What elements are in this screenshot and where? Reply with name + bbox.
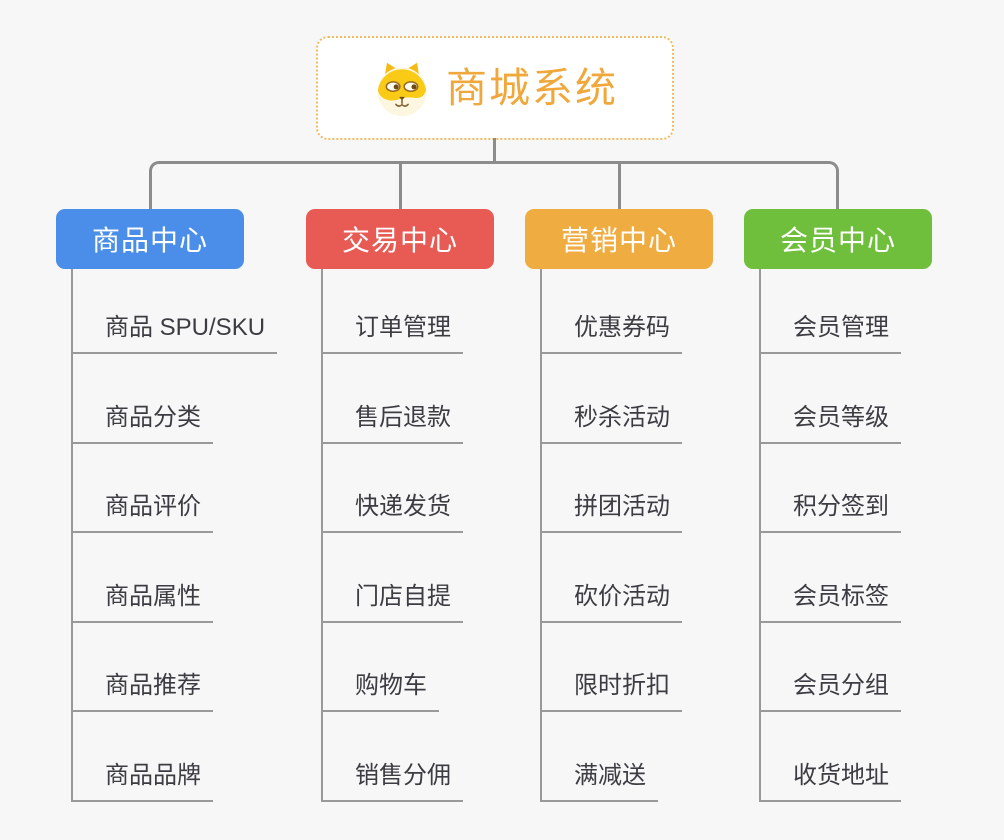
branch-label: 营销中心 — [560, 225, 677, 256]
child-node[interactable]: 秒杀活动 — [540, 404, 682, 444]
child-node[interactable]: 门店自提 — [321, 583, 463, 623]
branch-node-marketing-center[interactable]: 营销中心 — [525, 209, 713, 269]
branch-spine — [71, 269, 73, 802]
child-node[interactable]: 会员管理 — [759, 314, 901, 354]
child-node[interactable]: 限时折扣 — [540, 672, 682, 712]
branch-label: 商品中心 — [91, 225, 208, 256]
child-node[interactable]: 积分签到 — [759, 493, 901, 533]
branch-node-trade-center[interactable]: 交易中心 — [306, 209, 494, 269]
root-node[interactable]: 商城系统 — [316, 36, 674, 140]
child-node[interactable]: 订单管理 — [321, 314, 463, 354]
child-node[interactable]: 销售分佣 — [321, 762, 463, 802]
dog-face-icon — [377, 62, 427, 117]
branch-node-product-center[interactable]: 商品中心 — [56, 209, 244, 269]
child-node[interactable]: 商品 SPU/SKU — [71, 314, 278, 354]
connector-bus — [149, 161, 839, 210]
children-column-product: 商品 SPU/SKU 商品分类 商品评价 商品属性 商品推荐 商品品牌 — [71, 269, 306, 809]
children-column-marketing: 优惠券码 秒杀活动 拼团活动 砍价活动 限时折扣 满减送 — [540, 269, 775, 809]
child-node[interactable]: 满减送 — [540, 762, 658, 802]
children-column-member: 会员管理 会员等级 积分签到 会员标签 会员分组 收货地址 — [759, 269, 994, 809]
branch-spine — [321, 269, 323, 802]
child-node[interactable]: 会员分组 — [759, 672, 901, 712]
child-node[interactable]: 砍价活动 — [540, 583, 682, 623]
child-node[interactable]: 会员标签 — [759, 583, 901, 623]
child-node[interactable]: 购物车 — [321, 672, 439, 712]
connector-drop-branch3 — [618, 163, 621, 210]
child-node[interactable]: 商品品牌 — [71, 762, 213, 802]
children-column-trade: 订单管理 售后退款 快递发货 门店自提 购物车 销售分佣 — [321, 269, 556, 809]
child-node[interactable]: 收货地址 — [759, 762, 901, 802]
child-node[interactable]: 商品推荐 — [71, 672, 213, 712]
child-node[interactable]: 商品评价 — [71, 493, 213, 533]
branch-spine — [759, 269, 761, 802]
branch-label: 交易中心 — [341, 225, 458, 256]
child-node[interactable]: 商品分类 — [71, 404, 213, 444]
root-title: 商城系统 — [446, 64, 618, 111]
child-node[interactable]: 优惠券码 — [540, 314, 682, 354]
child-node[interactable]: 售后退款 — [321, 404, 463, 444]
child-node[interactable]: 快递发货 — [321, 493, 463, 533]
branch-spine — [540, 269, 542, 802]
branch-label: 会员中心 — [779, 225, 896, 256]
child-node[interactable]: 会员等级 — [759, 404, 901, 444]
child-node[interactable]: 商品属性 — [71, 583, 213, 623]
connector-drop-branch2 — [399, 163, 402, 210]
branch-node-member-center[interactable]: 会员中心 — [744, 209, 932, 269]
connector-root-drop — [493, 138, 496, 164]
child-node[interactable]: 拼团活动 — [540, 493, 682, 533]
